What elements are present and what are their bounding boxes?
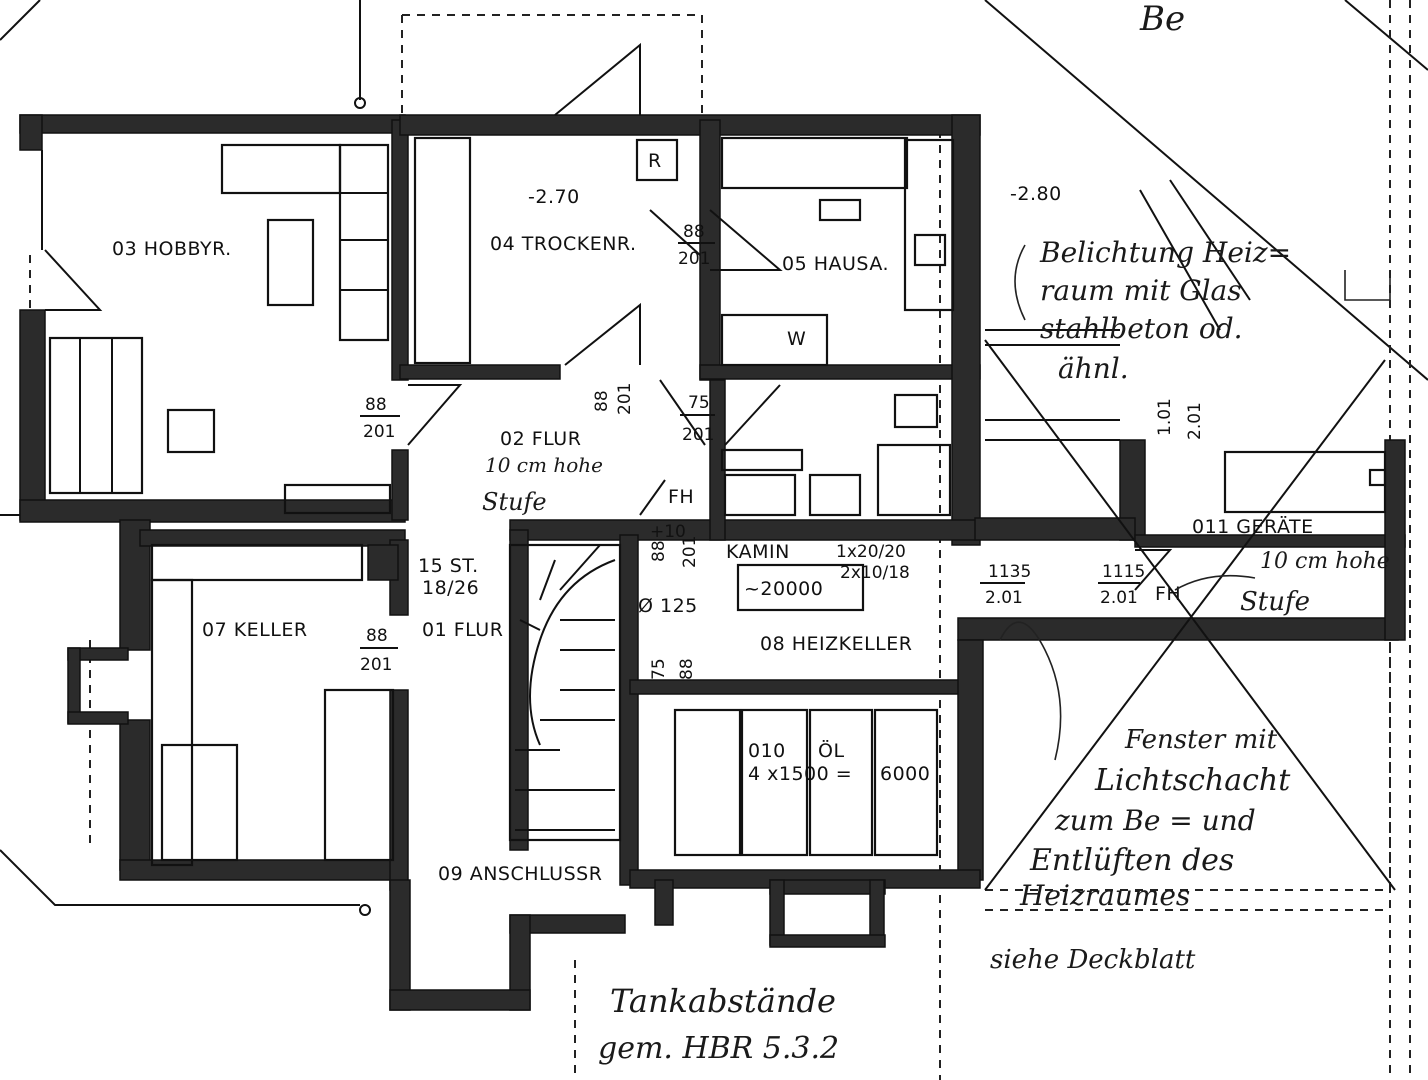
geraete-step-line2: Stufe: [1240, 587, 1310, 617]
fh-label-geraete: FH: [1155, 583, 1181, 605]
dim-hobby-bot: 201: [363, 422, 395, 442]
dim-v8: 2.01: [1185, 402, 1205, 440]
dim-v4: 201: [680, 536, 700, 568]
tank-distances-line1: Tankabstände: [610, 982, 836, 1020]
chimney-dim2: 2x10/18: [840, 563, 910, 583]
level-trocken: -2.70: [528, 186, 580, 208]
room-label-flur01: 01 FLUR: [422, 619, 503, 641]
room-label-flur02: 02 FLUR: [500, 428, 581, 450]
dim-v2: 201: [615, 383, 635, 415]
window-note-line3: zum Be = und: [1054, 804, 1256, 837]
handwritten-notes: Be Belichtung Heiz= raum mit Glas stahlb…: [482, 0, 1391, 1066]
note-light-line4: ähnl.: [1058, 352, 1129, 385]
fh-label-flur: FH: [668, 486, 694, 508]
dim-ger-top: 1115: [1102, 562, 1145, 582]
dim-flur-bot: 201: [682, 425, 714, 445]
w-symbol: W: [787, 328, 806, 350]
kamin-label: KAMIN: [726, 541, 790, 563]
stairs-count: 15 ST.: [418, 555, 479, 577]
dim-trocken-top: 88: [683, 222, 705, 242]
note-light-line2: raum mit Glas: [1040, 274, 1242, 307]
dim-heiz-top: 1135: [988, 562, 1031, 582]
see-cover-sheet: siehe Deckblatt: [990, 945, 1196, 975]
r-symbol: R: [648, 150, 662, 172]
room-label-keller: 07 KELLER: [202, 619, 308, 641]
tank-distances-line2: gem. HBR 5.3.2: [598, 1031, 839, 1066]
chimney-size: ~20000: [744, 578, 823, 600]
oel-formula: 4 x1500 =: [748, 763, 852, 785]
room-labels: 03 HOBBYR. 04 TROCKENR. 05 HAUSA. 02 FLU…: [112, 150, 1314, 885]
oel-total: 6000: [880, 763, 930, 785]
dim-trocken-bot: 201: [678, 249, 710, 269]
room-label-hausa: 05 HAUSA.: [782, 253, 889, 275]
dim-heiz-bot: 2.01: [985, 588, 1023, 608]
dim-v6: 88: [677, 658, 697, 680]
flur-step-line1: 10 cm hohe: [485, 453, 603, 477]
room-label-anschluss: 09 ANSCHLUSSR: [438, 863, 602, 885]
stairs-ratio: 18/26: [422, 577, 479, 599]
door-swings: [44, 42, 1173, 591]
dim-v1: 88: [592, 390, 612, 412]
room-label-trocken: 04 TROCKENR.: [490, 233, 637, 255]
note-light-line3: stahlbeton od.: [1040, 312, 1243, 345]
note-light-line1: Belichtung Heiz=: [1039, 236, 1291, 269]
room-label-geraete: 011 GERÄTE: [1192, 515, 1314, 538]
room-label-oel: ÖL: [818, 739, 845, 762]
dim-flur-top: 75: [688, 393, 710, 413]
dim-v7: 1.01: [1155, 398, 1175, 436]
dim-keller-top: 88: [366, 626, 388, 646]
door-dimensions: 88 201 88 201 75 201 88 201 88 201 88 20…: [360, 222, 1205, 680]
diagonal-lines: [984, 339, 1396, 891]
room-label-heizkeller: 08 HEIZKELLER: [760, 633, 912, 655]
window-note-line4: Entlüften des: [1029, 843, 1234, 878]
dim-keller-bot: 201: [360, 655, 392, 675]
chimney-dim1: 1x20/20: [836, 542, 906, 562]
level-outside: -2.80: [1010, 183, 1062, 205]
window-note-line5: Heizraumes: [1019, 879, 1190, 912]
geraete-step-line1: 10 cm hohe: [1260, 549, 1390, 574]
corner-scribble: Be: [1139, 0, 1185, 39]
room-label-oel-number: 010: [748, 740, 786, 762]
flur-step-line2: Stufe: [482, 488, 547, 516]
furniture: [41, 136, 1387, 867]
plus-ten: +10: [650, 522, 686, 542]
window-note-line2: Lichtschacht: [1094, 763, 1291, 798]
dim-hobby-top: 88: [365, 395, 387, 415]
dim-v3: 88: [649, 540, 669, 562]
window-note-line1: Fenster mit: [1124, 725, 1278, 755]
pipe-diameter: Ø 125: [638, 595, 698, 617]
walls: [19, 114, 1406, 1011]
dim-v5: 75: [649, 658, 669, 680]
dim-ger-bot: 2.01: [1100, 588, 1138, 608]
room-label-hobby: 03 HOBBYR.: [112, 238, 232, 260]
